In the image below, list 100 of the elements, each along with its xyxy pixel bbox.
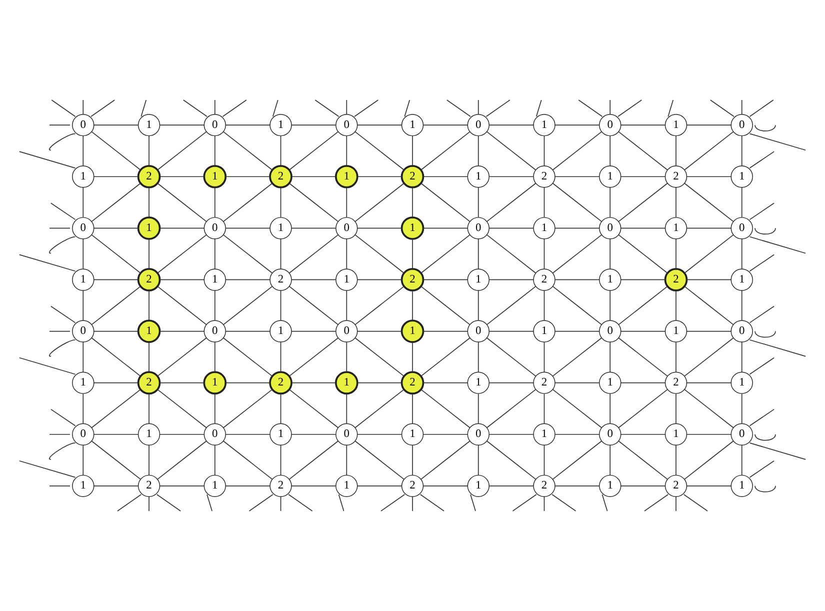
connector [346,290,348,321]
connector [50,306,76,324]
connector [686,124,732,126]
node-circle: 1 [664,217,688,240]
connector [412,290,413,321]
node-circle: 2 [400,164,424,188]
connector [288,234,338,274]
connector [404,100,410,117]
connector [686,382,732,384]
connector [512,494,537,512]
connector [159,330,205,332]
connector [214,342,216,372]
connector [148,496,150,512]
connector [82,393,84,424]
connector [552,338,602,376]
connector [486,234,536,274]
connector [19,460,76,478]
node-circle: 1 [334,164,358,188]
node-circle: 1 [72,372,94,394]
connector [610,342,611,372]
node-circle: 1 [599,372,622,394]
connector [357,382,402,384]
node-circle: 0 [72,320,94,342]
connector [225,176,270,178]
connector [214,187,216,218]
node-circle: 0 [730,423,753,446]
connector [620,382,666,384]
connector [49,228,70,229]
connector [610,393,611,424]
connector [157,338,207,376]
connector [420,494,444,512]
connector [544,444,545,476]
node-circle: 1 [270,423,292,446]
connector [357,124,402,126]
connector [412,342,413,372]
connector [346,100,348,115]
connector [280,393,282,424]
connector [552,131,602,170]
connector [91,440,141,480]
connector [82,238,84,270]
connector [470,494,476,512]
connector [140,100,147,117]
node-circle: 1 [730,166,753,188]
connector [94,382,139,384]
connector [225,330,270,332]
node-circle: 1 [203,164,227,188]
node-circle: 0 [72,423,94,446]
connector [225,228,270,229]
node-circle: 2 [664,372,688,394]
connector [412,187,413,218]
connector [749,442,806,460]
connector [291,176,336,178]
connector [554,279,600,280]
connector [159,434,205,435]
connector [749,202,774,220]
node-circle: 0 [467,320,490,342]
connector [420,234,470,274]
node-circle: 1 [336,474,358,498]
connector [288,389,338,428]
node-circle: 2 [533,166,556,188]
connector [223,234,273,274]
connector [684,286,734,325]
connector [117,494,142,512]
node-circle: 2 [664,166,688,188]
connector [214,393,216,424]
connector [552,182,602,222]
connector [686,279,732,280]
connector [288,182,338,222]
connector [159,382,205,384]
connector [610,187,611,218]
connector [94,176,139,178]
connector [380,494,406,512]
connector [225,434,270,435]
connector [49,442,76,460]
connector [620,176,666,178]
node-circle: 0 [467,217,490,240]
connector [741,100,742,115]
connector [686,228,732,229]
connector [544,238,545,270]
node-circle: 1 [664,320,688,342]
connector [620,330,666,332]
connector [552,440,602,480]
connector [354,182,404,222]
connector [684,182,734,222]
connector [338,494,344,512]
connector [248,494,274,512]
connector [420,131,470,170]
connector [741,290,742,321]
connector [314,100,340,117]
node-circle: 1 [137,216,161,240]
connector [488,330,534,332]
connector [280,444,282,476]
node-circle: 1 [599,474,622,498]
connector [754,486,776,492]
connector [544,496,545,512]
node-circle: 1 [270,114,292,136]
connector [223,182,273,222]
connector [420,389,470,428]
connector [620,434,666,435]
connector [610,444,611,476]
